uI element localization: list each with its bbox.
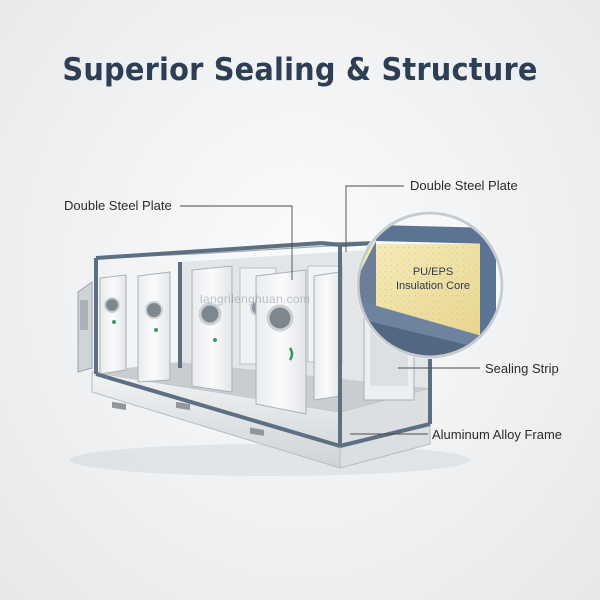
callout-sealing-strip: Sealing Strip	[485, 361, 559, 376]
access-door-5	[313, 271, 341, 401]
access-door-3	[191, 265, 233, 393]
watermark: langrilenghuan.com	[200, 292, 311, 306]
access-door-1	[99, 274, 127, 375]
access-door-4	[255, 269, 307, 415]
callout-double-steel-plate-right: Double Steel Plate	[410, 178, 518, 193]
insulation-label-line1: PU/EPS	[412, 266, 454, 278]
steel-plate-side	[480, 228, 496, 345]
left-end-vent	[80, 300, 88, 330]
door-2-handle	[154, 328, 158, 332]
callout-double-steel-plate-left: Double Steel Plate	[64, 198, 172, 213]
forklift-slot	[250, 427, 264, 436]
insulation-label-line2: Insulation Core	[396, 280, 470, 292]
insulation-label: PU/EPS Insulation Core	[378, 265, 488, 293]
page-title: Superior Sealing & Structure	[62, 52, 538, 88]
leader-lines	[180, 185, 480, 435]
door-4-handle	[288, 347, 294, 361]
leader-right-plate	[345, 185, 404, 252]
insulation-inset	[356, 211, 504, 359]
door-3-window	[198, 302, 222, 326]
door-1-window	[104, 297, 120, 313]
leader-left-plate	[180, 205, 293, 280]
steel-plate-outer	[376, 225, 496, 244]
access-door-2	[137, 271, 171, 383]
forklift-slot	[112, 401, 126, 410]
callout-aluminum-alloy-frame: Aluminum Alloy Frame	[432, 427, 563, 442]
door-3-handle	[213, 338, 217, 342]
door-4-window	[266, 304, 294, 332]
forklift-slot	[176, 401, 190, 411]
door-1-handle	[112, 320, 116, 324]
door-2-window	[145, 301, 163, 319]
